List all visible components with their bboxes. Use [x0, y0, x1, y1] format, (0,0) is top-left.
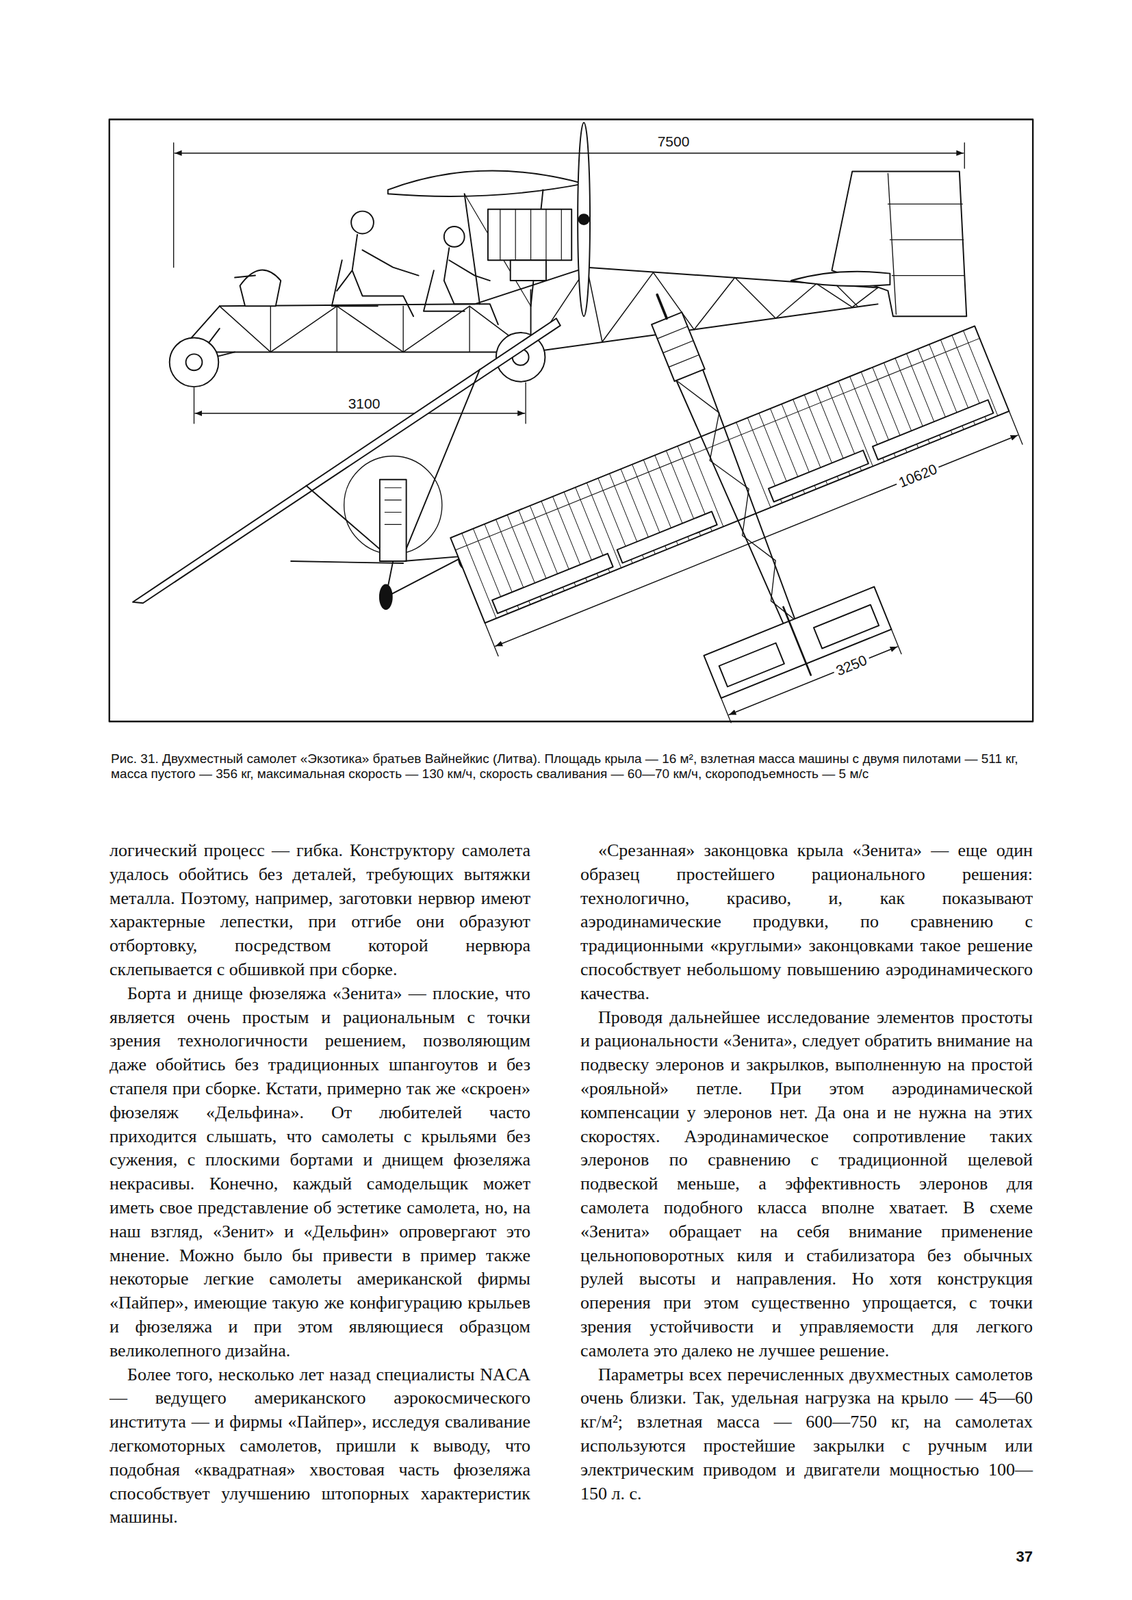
drawing-part	[384, 511, 402, 513]
drawing-part	[837, 286, 858, 307]
drawing-part	[703, 586, 892, 699]
drawing-part	[791, 271, 891, 287]
drawing-part	[464, 193, 480, 304]
drawing-part	[444, 226, 465, 248]
drawing-part	[1008, 411, 1023, 445]
drawing-part	[487, 209, 572, 261]
figure-frame	[109, 119, 1033, 722]
drawing-part	[524, 382, 526, 424]
text-column: «Срезанная» законцовка крыла «Зенита» — …	[580, 839, 1033, 1506]
drawing-part	[651, 312, 705, 382]
drawing-part	[831, 171, 967, 317]
drawing-part	[270, 305, 272, 352]
drawing-part	[306, 485, 389, 557]
drawing-part	[234, 275, 256, 278]
drawing-part	[423, 270, 465, 312]
drawing-part	[891, 629, 902, 655]
body-paragraph: «Срезанная» законцовка крыла «Зенита» — …	[580, 839, 1033, 1007]
plan-view	[394, 188, 1078, 795]
drawing-part	[195, 412, 525, 414]
drawing-part	[657, 294, 667, 319]
drawing-part	[579, 214, 590, 225]
drawing-part	[240, 270, 282, 307]
drawing-part	[577, 122, 590, 317]
drawing-part	[174, 152, 964, 154]
drawing-part	[495, 435, 1018, 647]
drawing-part	[386, 556, 465, 598]
drawing-part	[964, 143, 966, 169]
drawing-part	[455, 338, 980, 550]
drawing-part	[336, 234, 419, 317]
drawing-part	[617, 511, 718, 563]
drawing-part	[515, 209, 517, 261]
page-number: 37	[1016, 1548, 1033, 1566]
drawing-part	[721, 698, 732, 723]
body-paragraph: Проводя дальнейшее исследование элементо…	[580, 1006, 1033, 1364]
drawing-part	[403, 305, 404, 352]
drawing-part	[728, 646, 898, 715]
text-column: логический процесс — гибка. Конструктору…	[109, 839, 531, 1530]
drawing-part	[331, 260, 378, 306]
drawing-part	[219, 305, 532, 352]
drawing-part	[492, 553, 613, 614]
drawing-part	[783, 607, 812, 676]
drawing-part	[444, 247, 499, 325]
figure-caption: Рис. 31. Двухместный самолет «Экзотика» …	[110, 751, 1032, 782]
dimension-label: 10620	[893, 459, 942, 492]
dimension-label: 7500	[654, 133, 693, 150]
drawing-part	[545, 209, 547, 261]
drawing-part	[384, 499, 402, 501]
drawing-part	[485, 622, 499, 656]
drawing-part	[384, 487, 402, 488]
body-paragraph: Параметры всех перечисленных двухместных…	[580, 1363, 1033, 1507]
drawing-part	[676, 370, 815, 660]
drawing-part	[186, 353, 203, 371]
drawing-part	[813, 605, 879, 649]
drawing-part	[561, 209, 562, 261]
drawing-part	[193, 388, 195, 424]
drawing-part	[872, 399, 994, 460]
drawing-part	[173, 143, 174, 268]
drawing-part	[336, 305, 338, 352]
drawing-part	[719, 643, 785, 688]
drawing-part	[403, 556, 465, 562]
body-paragraph: Борта и днище фюзеляжа «Зенита» — плоски…	[109, 982, 531, 1364]
body-paragraph: логический процесс — гибка. Конструктору…	[109, 839, 531, 983]
drawing-part	[768, 450, 869, 502]
drawing-part	[403, 369, 480, 557]
drawing-part	[887, 203, 963, 205]
drawing-part	[384, 524, 402, 525]
drawing-part	[694, 369, 816, 653]
drawing-part	[889, 239, 963, 241]
drawing-part	[887, 173, 896, 315]
drawing-part	[109, 119, 1079, 794]
dimension-label: 3100	[345, 395, 384, 412]
drawing-part	[219, 267, 879, 307]
drawing-part	[510, 260, 547, 281]
drawing-part	[891, 275, 965, 276]
drawing-part	[468, 305, 470, 352]
drawing-part	[388, 171, 584, 197]
drawing-part	[379, 479, 407, 562]
drawing-part	[657, 326, 699, 367]
drawing-part	[676, 377, 798, 660]
drawing-part	[379, 584, 393, 610]
drawing-part	[530, 209, 532, 261]
drawing-part	[351, 211, 374, 235]
dimension-label: 3250	[830, 650, 872, 680]
drawing-part	[169, 338, 220, 388]
drawing-part	[499, 209, 501, 261]
body-paragraph: Более того, несколько лет назад специали…	[109, 1363, 531, 1531]
